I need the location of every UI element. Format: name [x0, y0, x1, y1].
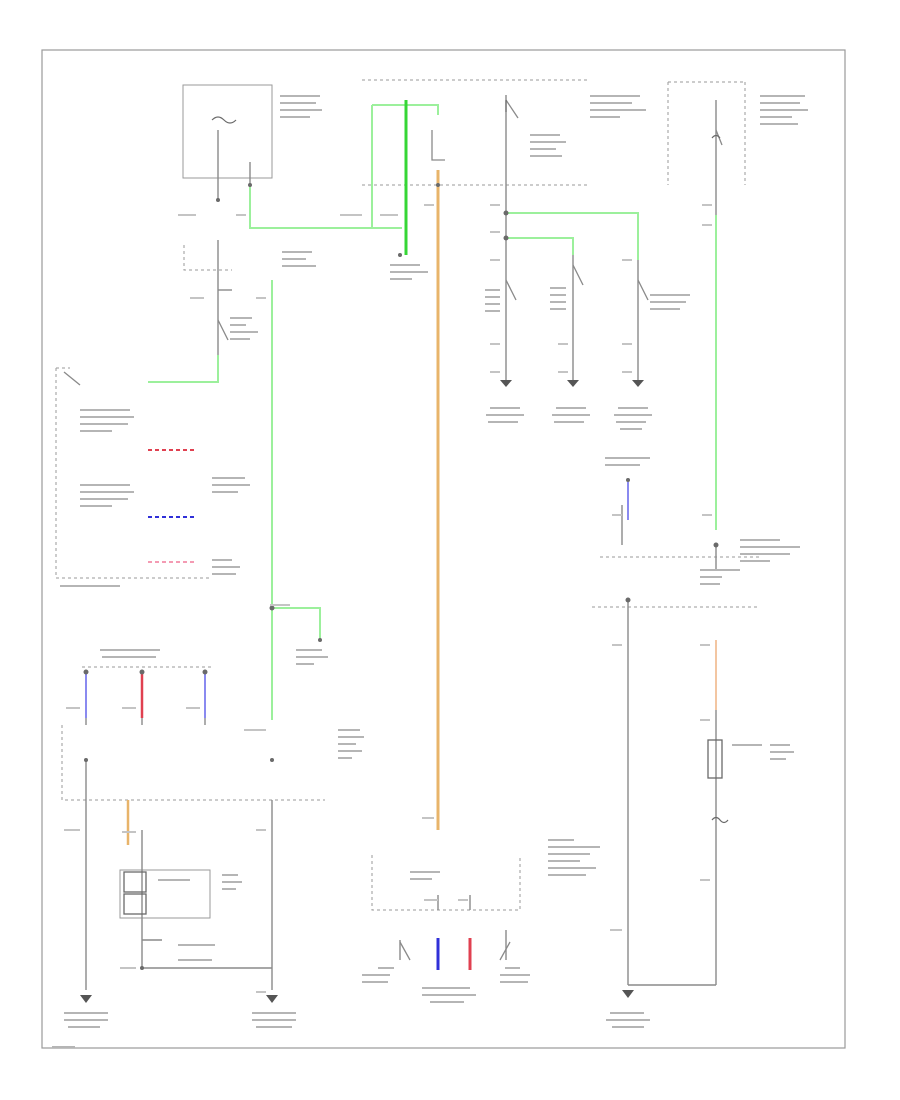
seat-heater-switch-box	[61, 725, 325, 801]
connector-dot-icon	[83, 183, 719, 970]
control-module-box	[371, 855, 521, 911]
fuse-icon	[211, 100, 729, 824]
fuse-box-top-right	[667, 81, 746, 185]
diagram-frame	[41, 49, 846, 1049]
dashed-boxes	[55, 79, 760, 919]
wire-code-ticks	[64, 204, 712, 993]
fuse-block-top-left-box	[182, 84, 273, 179]
green-wires	[148, 104, 717, 720]
switch-assembly-box	[183, 245, 232, 271]
climate-control-unit-box	[55, 367, 210, 579]
left-heater-box	[119, 869, 211, 919]
relay-box-top-center	[362, 79, 590, 186]
label-ticks	[52, 95, 808, 1048]
grey-wires	[85, 95, 717, 990]
right-seat-module-box	[592, 556, 760, 608]
heater-element-icon	[123, 739, 723, 915]
ground-symbol-icon	[80, 380, 644, 1003]
blue-wires	[85, 482, 629, 970]
red-wires	[140, 449, 472, 970]
